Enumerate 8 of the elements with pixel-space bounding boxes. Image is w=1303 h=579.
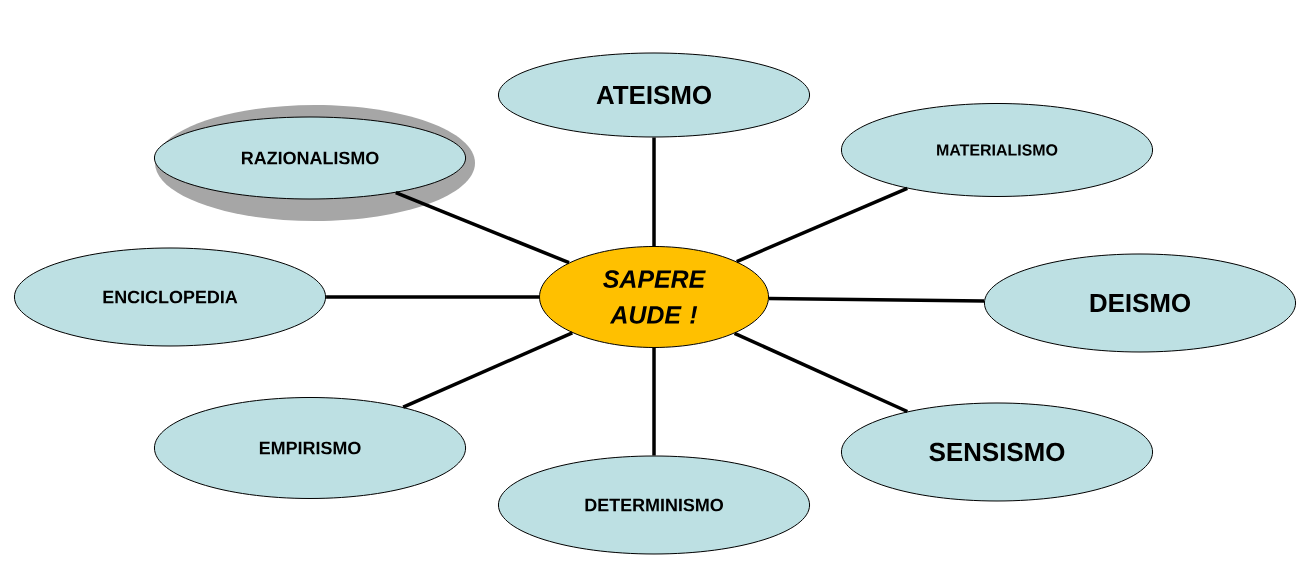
connector-line	[402, 331, 573, 409]
connector-line	[395, 191, 570, 265]
connector-line	[768, 296, 985, 303]
connector-line	[652, 137, 656, 246]
connector-line	[736, 186, 908, 264]
connector-line	[652, 348, 656, 456]
connector-line	[326, 295, 539, 299]
connector-line	[733, 331, 909, 414]
